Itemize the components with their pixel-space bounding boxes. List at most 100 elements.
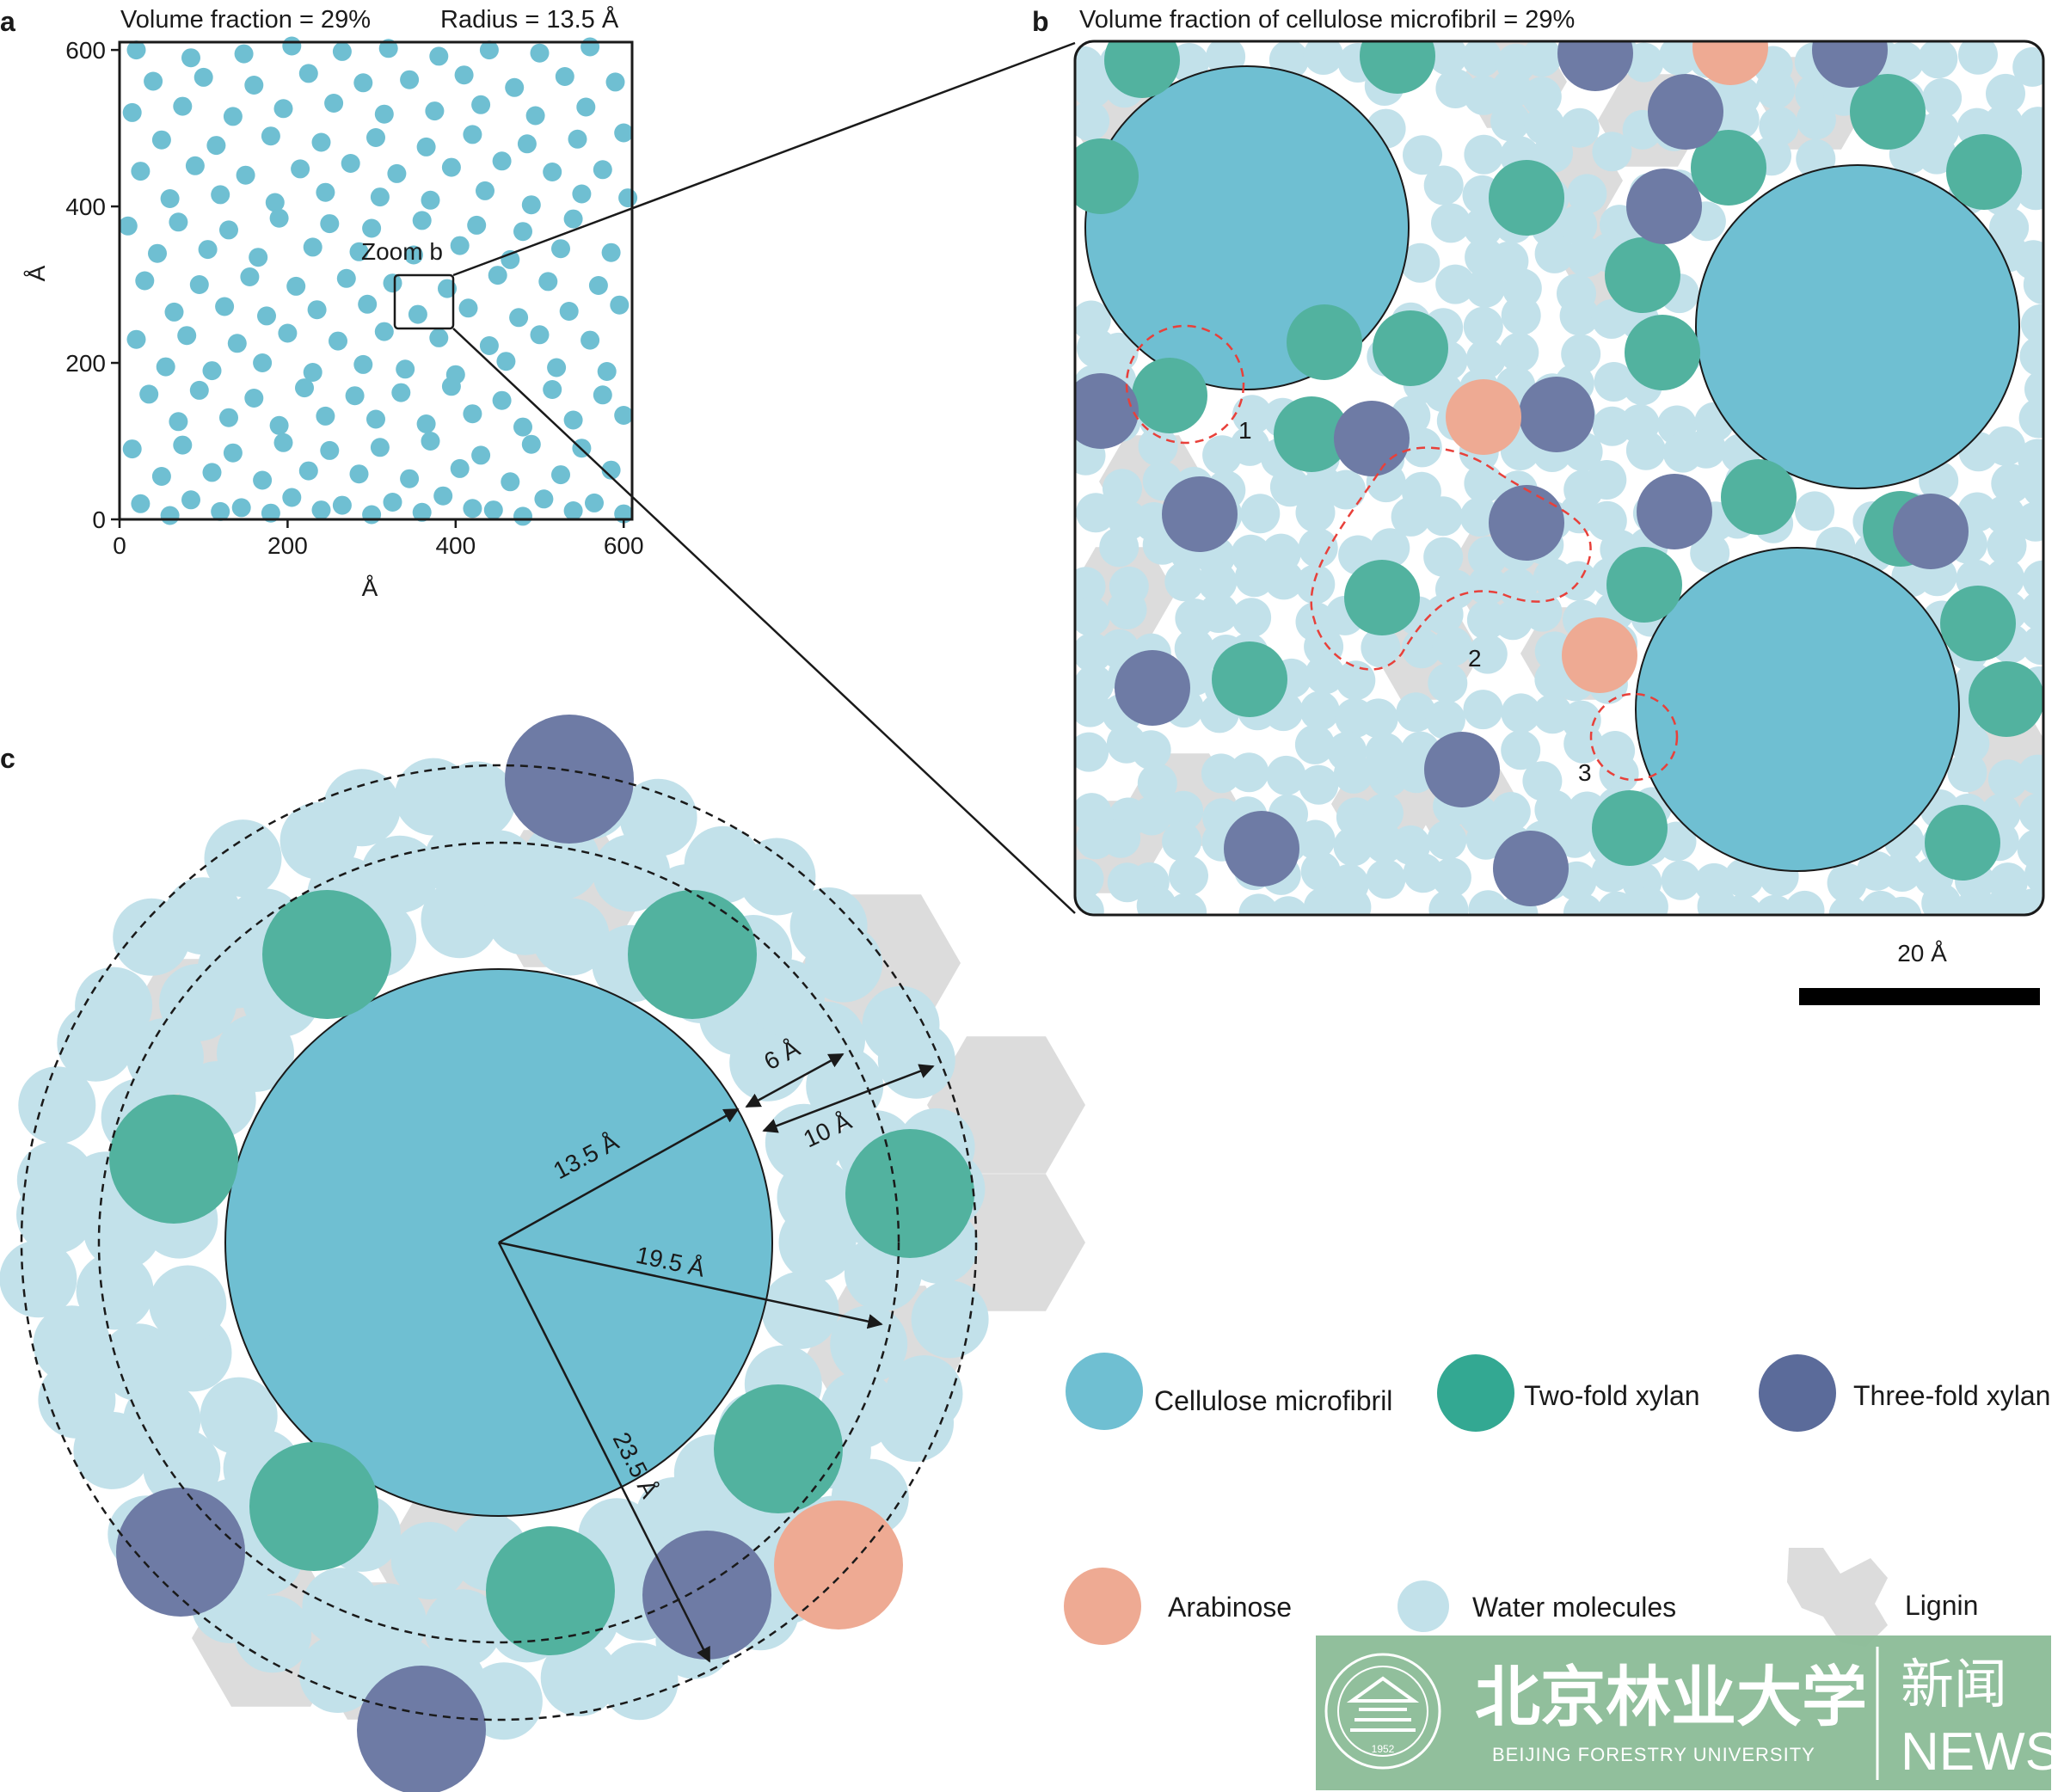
three-fold-xylan: [1557, 41, 1633, 91]
scatter-point: [463, 499, 482, 519]
two-fold-xylan: [845, 1129, 974, 1258]
water-molecule: [1591, 299, 1631, 339]
scatter-point: [408, 304, 427, 324]
scatter-point: [400, 469, 420, 488]
scatter-point: [160, 189, 180, 208]
water-molecule: [1396, 692, 1436, 733]
water-molecule: [1490, 101, 1531, 142]
two-fold-xylan: [628, 890, 757, 1019]
water-molecule: [1333, 826, 1373, 867]
scatter-point: [345, 386, 365, 406]
scatter-point: [559, 302, 579, 321]
watermark-news-cn: 新闻: [1901, 1655, 2007, 1715]
panel-a-header-left: Volume fraction = 29%: [120, 6, 371, 34]
water-molecule: [1101, 818, 1141, 858]
water-molecule: [877, 1021, 955, 1099]
water-molecule: [1303, 887, 1343, 915]
water-molecule: [2017, 829, 2043, 869]
scatter-point: [374, 104, 394, 124]
water-molecule: [1690, 533, 1730, 574]
water-molecule: [1463, 207, 1503, 247]
three-fold-xylan: [116, 1488, 245, 1617]
three-fold-xylan: [1424, 732, 1500, 807]
three-fold-xylan: [1493, 831, 1569, 906]
scatter-point: [471, 95, 491, 114]
water-molecule: [1557, 561, 1598, 601]
scatter-point: [336, 268, 356, 288]
three-fold-xylan: [1637, 474, 1712, 549]
scatter-point: [311, 500, 331, 520]
scatter-point: [416, 137, 436, 156]
two-fold-xylan: [1946, 134, 2022, 210]
scatter-point: [551, 465, 570, 485]
water-molecule: [1521, 41, 1562, 77]
scatter-point: [378, 39, 398, 58]
scatter-point: [509, 308, 529, 328]
water-molecule: [1987, 759, 2028, 800]
water-molecule: [1659, 41, 1699, 76]
scatter-point: [483, 500, 503, 520]
water-molecule: [2018, 439, 2043, 479]
scatter-point: [441, 377, 461, 396]
zoom-connector-top: [452, 41, 1076, 277]
scatter-point: [547, 358, 567, 377]
scatter-point: [261, 126, 280, 146]
water-molecule: [1358, 698, 1398, 739]
panel-b-header: Volume fraction of cellulose microfibril…: [1079, 6, 1575, 34]
scatter-point: [223, 107, 243, 126]
water-molecule: [1784, 890, 1825, 915]
water-molecule: [1533, 132, 1573, 173]
scatter-point: [568, 129, 587, 149]
scatter-point: [391, 383, 411, 402]
water-molecule: [1138, 427, 1178, 467]
zoom-label: Zoom b: [361, 238, 443, 265]
two-fold-xylan: [109, 1095, 238, 1224]
scatter-point: [202, 361, 222, 381]
scatter-point: [525, 106, 545, 126]
water-molecule: [1363, 793, 1404, 833]
water-molecule: [1423, 165, 1464, 206]
y-tick-label: 200: [65, 350, 106, 377]
scatter-point: [412, 502, 432, 522]
water-molecule: [1697, 887, 1737, 915]
water-molecule: [1295, 493, 1336, 532]
scatter-point: [122, 439, 142, 459]
arabinose: [1692, 41, 1768, 85]
scatter-point: [521, 434, 541, 454]
scatter-point: [479, 336, 499, 355]
scatter-point: [441, 157, 461, 177]
two-fold-xylan: [714, 1384, 843, 1513]
scatter-point: [316, 182, 335, 202]
scatter-point: [588, 276, 608, 295]
water-molecule: [1950, 723, 1990, 764]
water-molecule: [1497, 568, 1538, 608]
zoom-box: [393, 273, 455, 330]
scatter-point: [614, 123, 634, 143]
water-molecule: [1305, 654, 1345, 695]
water-molecule: [2015, 501, 2043, 542]
zoom-connector-bottom: [452, 328, 1076, 914]
water-molecule: [1326, 469, 1367, 510]
scatter-point: [177, 326, 197, 346]
scatter-point: [244, 76, 264, 95]
scatter-point: [467, 215, 487, 235]
scatter-point: [563, 501, 583, 520]
water-molecule: [298, 1636, 377, 1713]
water-molecule: [2018, 107, 2043, 147]
scatter-point: [273, 433, 293, 452]
scatter-point: [303, 237, 322, 257]
scatter-point: [244, 389, 264, 408]
water-molecule: [1464, 134, 1504, 175]
water-molecule: [1295, 564, 1336, 604]
scatter-point: [458, 298, 478, 318]
two-fold-xylan: [1489, 160, 1564, 236]
water-molecule: [1557, 205, 1598, 245]
water-molecule: [1075, 101, 1110, 141]
scatter-point: [269, 208, 289, 228]
university-seal-icon: 1952: [1324, 1653, 1441, 1770]
scatter-point: [362, 218, 382, 238]
legend: Cellulose microfibril Two-fold xylan Thr…: [1064, 1353, 2050, 1647]
water-molecule: [1269, 467, 1310, 507]
scatter-point: [530, 43, 550, 63]
water-molecule: [1987, 525, 2027, 566]
